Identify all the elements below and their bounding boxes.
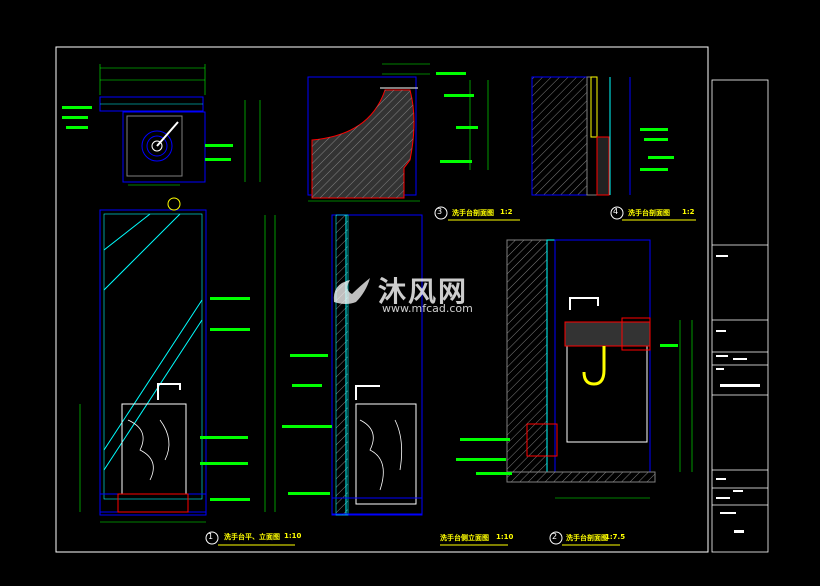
view-scale-4: 1:2	[682, 208, 695, 216]
title-block-text	[716, 255, 760, 533]
section-3-dims	[308, 63, 489, 202]
view-scale-side: 1:10	[496, 533, 514, 541]
view-scale-1: 1:10	[284, 532, 302, 540]
plan-dimensions	[99, 64, 261, 186]
title-block	[711, 79, 769, 553]
view-title-side: 洗手台侧立面图	[440, 534, 489, 542]
view-number-4: 4	[613, 207, 619, 216]
view-title-2: 洗手台剖面图	[566, 534, 608, 542]
view-number-3: 3	[437, 207, 443, 216]
section-2	[506, 239, 656, 483]
side-elevation	[331, 214, 423, 516]
view-number-circles	[205, 206, 624, 545]
drawing-frame	[55, 46, 709, 553]
view-title-1: 洗手台平、立面图	[224, 533, 280, 541]
view-number-1: 1	[208, 532, 214, 541]
view-title-3: 洗手台剖面图	[452, 209, 494, 217]
plan-view	[99, 96, 206, 183]
leader-labels	[62, 72, 678, 501]
view-title-4: 洗手台剖面图	[628, 209, 670, 217]
section-2-dims	[555, 320, 693, 499]
view-title-underlines	[218, 219, 696, 546]
watermark-url: www.mfcad.com	[382, 302, 473, 315]
front-elevation	[99, 197, 207, 516]
watermark-text: 沐风网	[378, 275, 469, 308]
section-3	[307, 76, 418, 199]
watermark-logo-icon	[333, 278, 370, 304]
view-scale-3: 1:2	[500, 208, 513, 216]
front-elevation-dims	[79, 215, 276, 523]
view-number-2: 2	[552, 532, 558, 541]
view-scale-2: 1:7.5	[605, 533, 626, 541]
section-4	[531, 76, 631, 196]
